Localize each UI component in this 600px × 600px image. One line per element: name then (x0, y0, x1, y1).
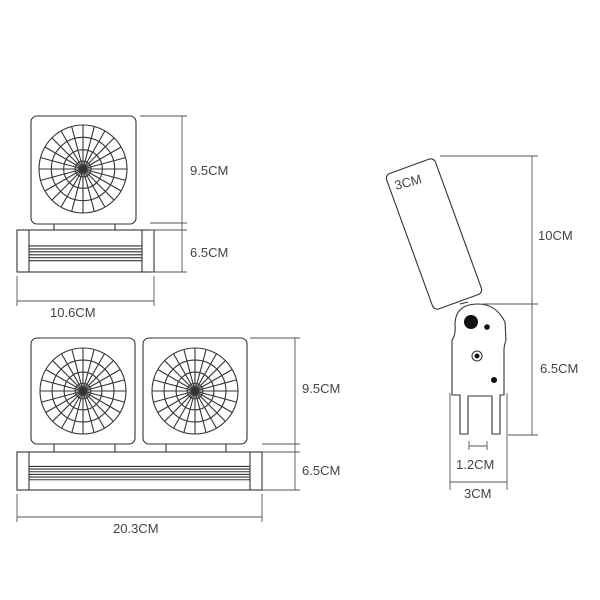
single-dimensions: 9.5CM 6.5CM 10.6CM (16, 115, 228, 320)
side-dimensions: 10CM 6.5CM 1.2CM 3CM (440, 155, 578, 501)
double-dimensions: 9.5CM 6.5CM 20.3CM (16, 337, 340, 536)
double-base-height-label: 6.5CM (302, 463, 340, 478)
plate-height-label: 10CM (538, 228, 573, 243)
clip-width-label: 3CM (464, 486, 491, 501)
double-fan-height-label: 9.5CM (302, 381, 340, 396)
slot-width-label: 1.2CM (456, 457, 494, 472)
single-fan-unit (16, 115, 155, 273)
fan-housing-left (30, 337, 136, 445)
single-base-height-label: 6.5CM (190, 245, 228, 260)
fan-housing-right (142, 337, 248, 445)
clip-base (16, 229, 155, 273)
fan-grille-left (39, 347, 127, 435)
single-width-label: 10.6CM (50, 305, 96, 320)
double-fan-unit (16, 337, 263, 491)
fan-grille-right (151, 347, 239, 435)
clip-height-label: 6.5CM (540, 361, 578, 376)
side-view: 3CM (385, 158, 507, 435)
double-width-label: 20.3CM (113, 521, 159, 536)
clip-base-double (16, 451, 263, 491)
clip-bracket (451, 303, 507, 435)
single-fan-height-label: 9.5CM (190, 163, 228, 178)
plate-width-label: 3CM (393, 171, 423, 193)
pivot-hole (464, 315, 478, 329)
fan-plate-side (385, 158, 483, 310)
fan-housing (30, 115, 137, 225)
fan-grille (38, 124, 128, 214)
